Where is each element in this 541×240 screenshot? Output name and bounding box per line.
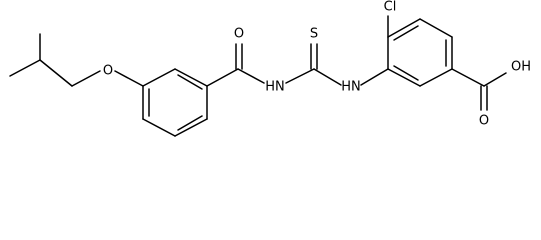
atom-labels: O O HN S HN Cl O OH — [103, 0, 531, 129]
thiourea-linker — [285, 43, 389, 86]
isobutyl-group — [9, 33, 144, 87]
ether-oxygen-label: O — [103, 64, 113, 79]
amide-carbonyl — [206, 43, 265, 87]
thio-sulfur-label: S — [310, 27, 318, 42]
thio-nitrogen-label: HN — [341, 80, 361, 95]
left-benzene-ring — [142, 68, 208, 137]
amide-oxygen-label: O — [234, 27, 244, 42]
amide-nitrogen-label: HN — [265, 80, 285, 95]
chlorine-label: Cl — [384, 0, 397, 15]
hydroxyl-label: OH — [511, 60, 531, 75]
chemical-structure: O O HN S HN Cl O OH — [9, 0, 532, 137]
right-benzene-ring — [387, 15, 507, 111]
structure-drawing: O O HN S HN Cl O OH — [9, 0, 531, 137]
carbonyl-oxygen-label: O — [479, 114, 489, 129]
